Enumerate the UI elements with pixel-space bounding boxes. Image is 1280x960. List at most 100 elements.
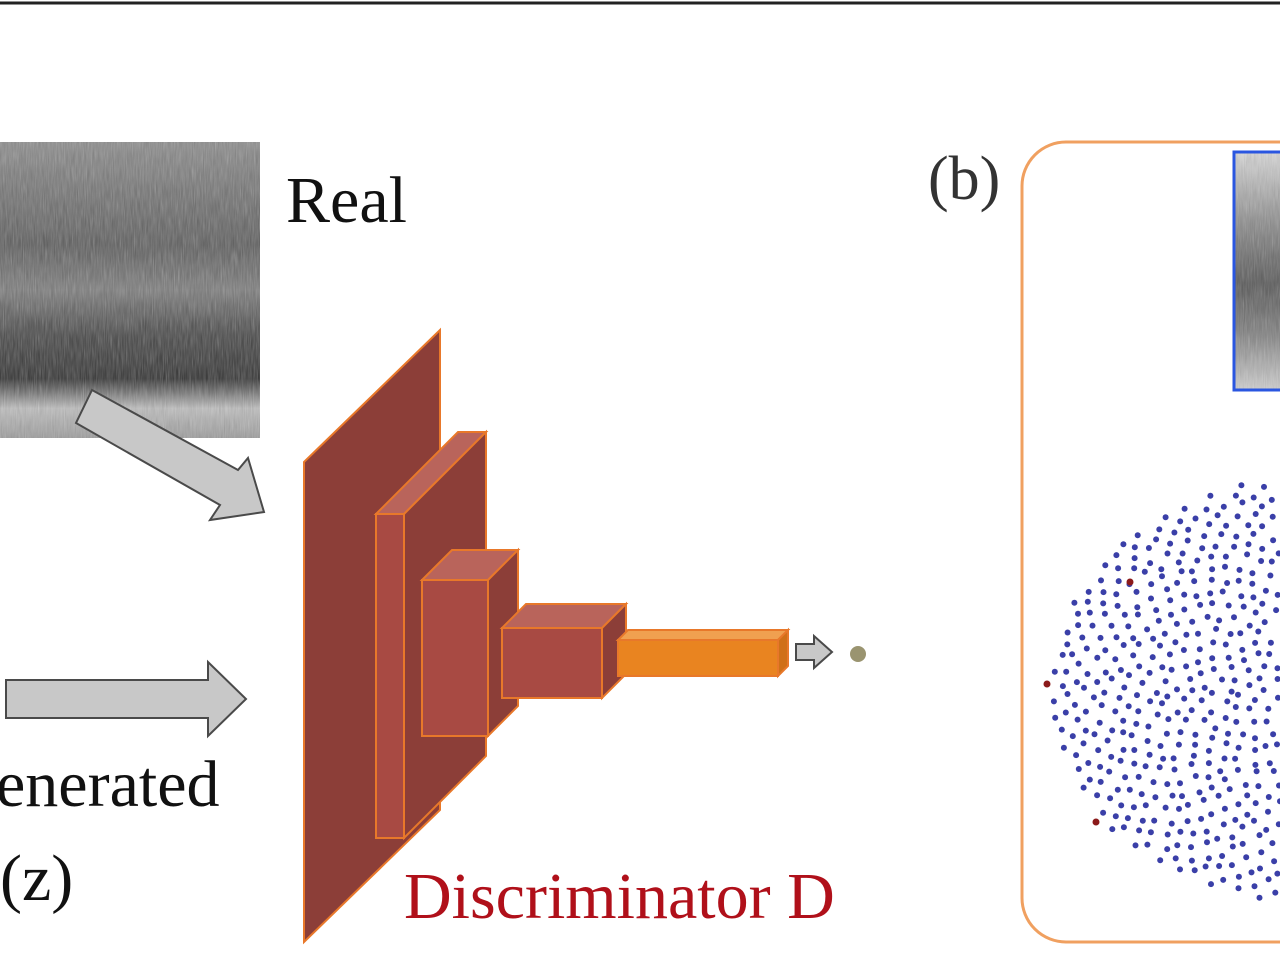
scatter-point (1144, 738, 1151, 744)
scatter-point (1160, 755, 1167, 762)
scatter-point (1148, 581, 1155, 588)
scatter-point (1168, 611, 1174, 618)
scatter-point (1172, 855, 1179, 862)
scatter-point (1108, 753, 1115, 760)
scatter-point (1192, 773, 1199, 779)
scatter-point (1122, 774, 1129, 781)
scatter-point (1082, 727, 1089, 734)
block-arrow-icon (5, 659, 248, 739)
scatter-point (1069, 733, 1076, 740)
scatter-point (1150, 635, 1157, 642)
scatter-point (1234, 766, 1241, 773)
scatter-point (1180, 647, 1187, 653)
scatter-point (1150, 779, 1157, 786)
scatter-point (1252, 639, 1259, 646)
scatter-point (1201, 533, 1208, 540)
scatter-point (1265, 705, 1272, 712)
scatter-point (1050, 698, 1057, 705)
scatter-point (1156, 526, 1163, 533)
scatter-point (1157, 857, 1164, 864)
scatter-point (1106, 768, 1113, 775)
scatter-point (1235, 691, 1241, 698)
scatter-point (1245, 541, 1252, 548)
scatter-point (1179, 793, 1185, 800)
scatter-point (1120, 824, 1127, 831)
scatter-point (1228, 664, 1235, 670)
scatter-point (1145, 545, 1152, 551)
scatter-point (1204, 613, 1211, 620)
scatter-point (1226, 786, 1233, 793)
scatter-point (1267, 639, 1274, 646)
scatter-point (1168, 666, 1175, 673)
scatter-point (1081, 684, 1087, 691)
scatter-point (1235, 744, 1242, 751)
scatter-point (1177, 780, 1183, 787)
scatter-point (1155, 617, 1162, 624)
scatter-point (1201, 716, 1208, 723)
scatter-point (1164, 550, 1171, 557)
scatter-point (1184, 801, 1191, 808)
scatter-point (1083, 645, 1090, 652)
scatter-point (1142, 763, 1149, 770)
scatter-point (1073, 752, 1080, 759)
scatter-point (1251, 697, 1258, 703)
scatter-point (1219, 853, 1226, 859)
scatter-point (1277, 798, 1280, 805)
scatter-point (1260, 687, 1267, 693)
scatter-point (1115, 565, 1122, 572)
scatter-point (1177, 866, 1183, 873)
scatter-point (1170, 755, 1177, 762)
scatter-point (1252, 609, 1259, 616)
scatter-point (1208, 553, 1215, 560)
scatter-point (1261, 483, 1267, 490)
real-image (0, 142, 260, 438)
scatter-point (1240, 603, 1247, 610)
scatter-point (1213, 625, 1220, 632)
scatter-point (1259, 545, 1266, 552)
scatter-point (1149, 654, 1156, 661)
scatter-point (1261, 663, 1268, 670)
scatter-point (1146, 669, 1153, 676)
scatter-point (1089, 622, 1096, 629)
scatter-point (1162, 804, 1169, 811)
scatter-point (1272, 889, 1279, 896)
scatter-point (1084, 598, 1091, 605)
scatter-point (1153, 536, 1160, 543)
scatter-point (1274, 676, 1280, 682)
scatter-point (1261, 619, 1268, 626)
scatter-point (1273, 607, 1280, 614)
scatter-point (1203, 506, 1210, 513)
scatter-point (1256, 894, 1263, 901)
discriminator-network (303, 327, 791, 945)
scatter-point (1058, 726, 1065, 733)
discriminator-label: Discriminator D (404, 860, 835, 933)
scatter-point (1141, 568, 1148, 575)
scatter-point (1131, 760, 1138, 767)
scatter-point (1217, 768, 1224, 775)
scatter-point (1181, 505, 1188, 512)
scatter-point (1102, 647, 1109, 654)
scatter-point (1223, 740, 1230, 747)
scatter-point (1224, 698, 1231, 705)
scatter-point (1251, 817, 1257, 824)
scatter-point (1274, 591, 1280, 598)
scatter-point (1202, 863, 1209, 870)
scatter-point (1175, 741, 1182, 748)
scatter-point (1259, 600, 1266, 607)
scatter-point-anomaly (1126, 578, 1134, 586)
scatter-point (1096, 719, 1103, 726)
scatter-point (1220, 503, 1227, 510)
scatter-point (1144, 841, 1151, 848)
scatter-point (1080, 740, 1087, 747)
scatter-point (1207, 492, 1214, 499)
scatter-point (1064, 629, 1071, 636)
scatter-point (1203, 828, 1210, 835)
scatter-point (1208, 576, 1215, 583)
scatter-point (1098, 702, 1105, 709)
scatter-point (1209, 734, 1216, 741)
scatter-point (1159, 700, 1165, 707)
scatter-point (1164, 846, 1171, 853)
scatter-point (1159, 573, 1165, 580)
scatter-point (1108, 675, 1115, 682)
scatter-point (1192, 741, 1199, 748)
